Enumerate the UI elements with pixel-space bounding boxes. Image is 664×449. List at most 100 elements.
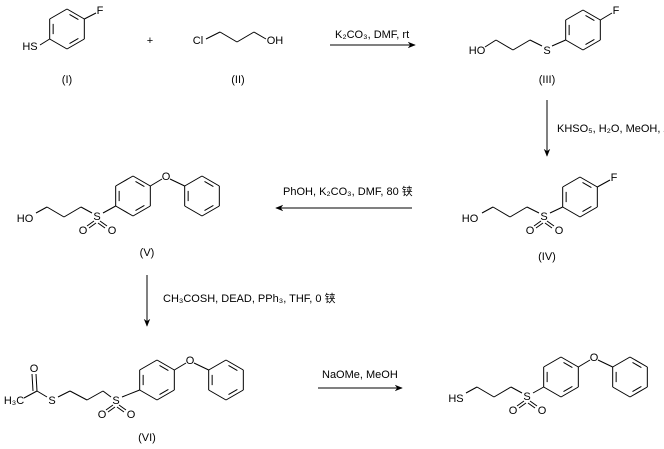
ring-bond — [184, 175, 203, 187]
ring-bond — [201, 205, 220, 217]
ring-bond — [543, 356, 562, 368]
so-double-bond — [99, 220, 108, 227]
aromatic-double-bond — [563, 362, 573, 368]
atom-label: HS — [448, 393, 463, 405]
bond — [31, 373, 34, 392]
atom-label: O — [162, 171, 171, 183]
ring-bond — [562, 206, 581, 218]
so-double-bond — [533, 220, 542, 227]
bond — [23, 390, 38, 399]
atom-label: O — [555, 225, 564, 237]
ring-bond — [612, 356, 631, 368]
bond — [597, 179, 611, 188]
reagents-5: NaOMe, MeOH — [322, 369, 398, 381]
ring-bond — [139, 359, 158, 371]
ring-bond — [579, 206, 598, 218]
bond — [481, 206, 494, 214]
bond — [526, 206, 540, 214]
aromatic-double-bond — [159, 389, 169, 395]
atom-label: O — [108, 225, 117, 237]
ring-bond — [565, 9, 584, 21]
ether-bond — [169, 178, 185, 187]
bond — [493, 386, 512, 398]
so-double-bond — [544, 222, 553, 229]
ether-bond — [597, 359, 613, 368]
bond — [484, 39, 497, 48]
bond — [495, 39, 514, 51]
ring-bond — [562, 176, 581, 188]
ring-bond — [565, 39, 584, 51]
so-double-bond — [105, 404, 114, 411]
reagents-4: CH₃COSH, DEAD, PPh₃, THF, 0 铗 — [163, 292, 336, 305]
atom-label: Cl — [193, 35, 203, 47]
so-double-bond — [518, 402, 527, 409]
atom-label: O — [509, 405, 518, 417]
ring-bond — [629, 356, 648, 368]
bond — [46, 206, 65, 218]
bond — [35, 373, 38, 392]
ring-bond — [49, 8, 68, 20]
ring-bond — [115, 175, 134, 187]
so-double-bond — [546, 220, 555, 227]
atom-label: O — [538, 405, 547, 417]
aromatic-double-bond — [563, 386, 573, 392]
atom-label: S — [112, 395, 119, 407]
atom-label: S — [543, 45, 550, 57]
reagents-2: KHSO₅, H₂O, MeOH, Δ — [557, 123, 664, 135]
atom-label: HO — [17, 213, 34, 225]
bond — [36, 390, 48, 398]
reagents-3: PhOH, K₂CO₃, DMF, 80 铗 — [283, 185, 413, 198]
aromatic-double-bond — [228, 365, 238, 371]
atom-label: S — [93, 211, 100, 223]
ring-bond — [225, 389, 244, 401]
so-double-bond — [116, 406, 125, 413]
bond — [86, 390, 104, 401]
bond — [529, 39, 543, 47]
atom-label: O — [127, 409, 136, 421]
bond — [219, 31, 238, 43]
atom-label: O — [186, 355, 195, 367]
ring-bond — [612, 386, 631, 398]
ring-bond — [132, 175, 151, 187]
ether-bond — [578, 359, 591, 368]
bond — [35, 206, 48, 214]
aromatic-double-bond — [582, 182, 592, 188]
atom-label: HO — [469, 45, 486, 57]
so-double-bond — [97, 222, 106, 229]
atom-label: F — [613, 5, 620, 17]
aromatic-double-bond — [135, 205, 145, 211]
atom-label: F — [97, 5, 104, 17]
bond — [205, 31, 221, 40]
bond — [80, 206, 93, 214]
compound-label-II: (II) — [231, 74, 244, 86]
ring-bond — [582, 9, 601, 21]
ring-bond — [543, 386, 562, 398]
ring-bond — [629, 386, 648, 398]
bond — [600, 12, 613, 21]
atom-label: HS — [22, 41, 37, 53]
bond — [465, 386, 478, 394]
bond — [253, 31, 267, 40]
atom-label: S — [540, 211, 547, 223]
so-double-bond — [107, 406, 116, 413]
atom-label: O — [30, 363, 39, 375]
aromatic-double-bond — [135, 181, 145, 187]
atom-label: O — [590, 352, 599, 364]
ring-bond — [66, 38, 85, 50]
so-double-bond — [88, 222, 97, 229]
ring-bond — [132, 205, 151, 217]
aromatic-double-bond — [632, 362, 642, 368]
bond — [476, 386, 495, 398]
bond — [57, 390, 71, 398]
ring-bond — [208, 389, 227, 401]
so-double-bond — [529, 400, 538, 407]
plus-sign: + — [147, 35, 153, 47]
atom-label: O — [526, 225, 535, 237]
aromatic-double-bond — [69, 14, 79, 20]
so-double-bond — [516, 400, 525, 407]
ether-bond — [174, 362, 187, 371]
bond — [236, 31, 255, 43]
ring-bond — [156, 389, 175, 401]
ring-bond — [66, 8, 85, 20]
